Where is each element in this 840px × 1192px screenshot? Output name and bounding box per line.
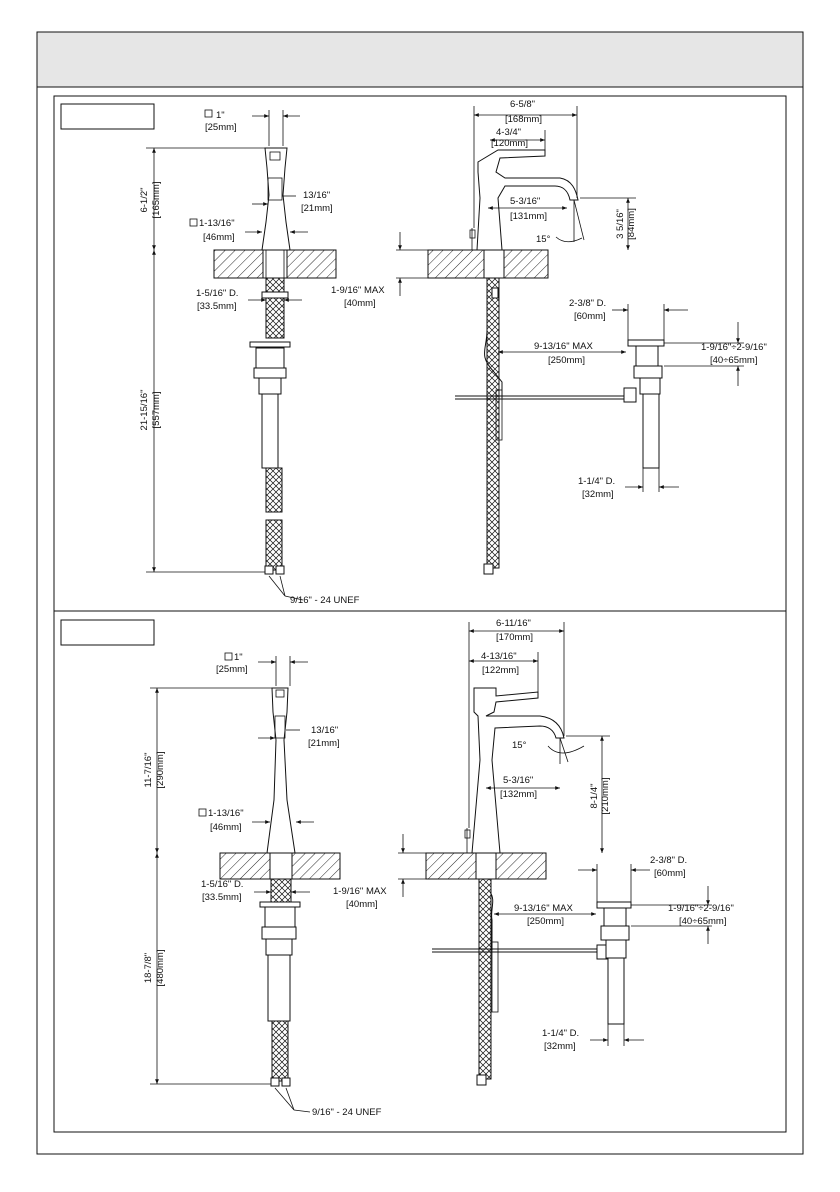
panel-bottom: 1" [25mm] 11-7/16" [290mm] 13/16" [21mm]… (60, 618, 734, 1118)
dim-hole-imp: 1-5/16" D. (201, 879, 243, 890)
dim-handle-reach-met: [120mm] (491, 138, 528, 149)
dim-hose-met: [480mm] (155, 950, 166, 987)
dim-base-met: [46mm] (210, 822, 242, 833)
square-symbol-icon (198, 808, 207, 817)
drain-flange-front (259, 901, 301, 908)
dim-deck-max-met: [40mm] (346, 899, 378, 910)
dim-overall-reach-met: [168mm] (505, 114, 542, 125)
hose-front (265, 277, 285, 339)
dim-angle-top: 15° (536, 234, 551, 245)
drain-flange-side (596, 901, 632, 909)
dim-angle-bottom: 15° (512, 740, 527, 751)
dim-drain-dia-imp: 2-3/8" D. (569, 298, 606, 309)
dim-base-imp: 1-13/16" (208, 808, 244, 819)
dim-drain-range-imp: 1-9/16"÷2-9/16" (701, 342, 767, 353)
dim-square-met: [25mm] (216, 664, 248, 675)
dim-spout-reach-imp: 5-3/16" (503, 775, 533, 786)
dim-spout-height-met: [210mm] (600, 778, 611, 815)
dim-handle-depth-imp: 13/16" (311, 725, 338, 736)
dim-height-met: [290mm] (155, 752, 166, 789)
dim-spout-reach-met: [132mm] (500, 789, 537, 800)
dim-rod-max-imp: 9-13/16" MAX (534, 341, 593, 352)
dim-overall-reach-met: [170mm] (496, 632, 533, 643)
model-badge-bottom (60, 619, 155, 646)
square-symbol-icon (204, 109, 213, 118)
dim-height-met: [165mm] (151, 182, 162, 219)
dim-spout-reach-met: [131mm] (510, 211, 547, 222)
dim-base-met: [46mm] (203, 232, 235, 243)
dim-handle-reach-met: [122mm] (482, 665, 519, 676)
dim-drain-dia-met: [60mm] (574, 311, 606, 322)
square-symbol-icon (189, 218, 198, 227)
dim-square-imp: 1" (216, 110, 225, 121)
dim-rod-max-met: [250mm] (527, 916, 564, 927)
dim-tail-dia-imp: 1-1/4" D. (542, 1028, 579, 1039)
dim-drain-range-met: [40÷65mm] (710, 355, 757, 366)
faucet-front-body-tall (266, 687, 296, 854)
square-symbol-icon (224, 652, 233, 661)
dim-drain-dia-imp: 2-3/8" D. (650, 855, 687, 866)
dim-spout-height-met: [84mm] (626, 208, 637, 240)
dim-rod-max-imp: 9-13/16" MAX (514, 903, 573, 914)
drain-flange-front (249, 341, 291, 348)
dim-overall-reach-imp: 6-11/16" (496, 618, 531, 629)
dim-tail-dia-met: [32mm] (544, 1041, 576, 1052)
dim-handle-reach-imp: 4-3/4" (496, 127, 521, 138)
panel-top: 1" [25mm] 6-1/2" [165mm] 13/16" [21mm] 1… (60, 99, 767, 606)
dim-tail-dia-imp: 1-1/4" D. (578, 476, 615, 487)
hose-side (486, 277, 500, 569)
dim-hole-met: [33.5mm] (197, 301, 237, 312)
dim-drain-range-imp: 1-9/16"÷2-9/16" (668, 903, 734, 914)
dim-base-imp: 1-13/16" (199, 218, 235, 229)
dim-deck-max-imp: 1-9/16" MAX (333, 886, 387, 897)
handle-square-icon (269, 151, 281, 161)
dim-height-imp: 11-7/16" (143, 753, 154, 788)
drain-flange-side (627, 339, 665, 347)
dim-square-imp: 1" (234, 652, 243, 663)
dim-height-imp: 6-1/2" (139, 187, 150, 212)
hose-front-bottom (271, 1020, 289, 1082)
model-badge-top (60, 103, 155, 130)
dim-spout-height-imp: 8-1/4" (589, 783, 600, 808)
dim-deck-max-imp: 1-9/16" MAX (331, 285, 385, 296)
drawing-frame (53, 95, 787, 1133)
dim-drain-dia-met: [60mm] (654, 868, 686, 879)
dim-spout-height-imp: 3 5/16" (615, 209, 626, 239)
dim-hose-imp: 21-15/16" (139, 390, 150, 431)
connector-label-bottom: 9/16" - 24 UNEF (312, 1107, 382, 1118)
dim-handle-depth-met: [21mm] (301, 203, 333, 214)
dim-overall-reach-imp: 6-5/8" (510, 99, 535, 110)
faucet-front-body (261, 147, 291, 251)
page-frame (36, 31, 804, 1155)
dim-rod-max-met: [250mm] (548, 355, 585, 366)
dim-tail-dia-met: [32mm] (582, 489, 614, 500)
handle-square-icon (275, 689, 285, 698)
dim-hose-imp: 18-7/8" (143, 953, 154, 983)
dim-deck-max-met: [40mm] (344, 298, 376, 309)
dim-hole-met: [33.5mm] (202, 892, 242, 903)
header-band (37, 32, 803, 87)
dim-hole-imp: 1-5/16" D. (196, 288, 238, 299)
dim-handle-reach-imp: 4-13/16" (481, 651, 517, 662)
connector-label-top: 9/16" - 24 UNEF (290, 595, 360, 606)
dim-hose-met: [557mm] (151, 392, 162, 429)
dim-handle-depth-met: [21mm] (308, 738, 340, 749)
dim-handle-depth-imp: 13/16" (303, 190, 330, 201)
hose-side-bottom (478, 878, 492, 1080)
faucet-side-body-tall (471, 687, 565, 854)
dim-spout-reach-imp: 5-3/16" (510, 196, 540, 207)
dim-drain-range-met: [40÷65mm] (679, 916, 726, 927)
dim-square-met: [25mm] (205, 122, 237, 133)
